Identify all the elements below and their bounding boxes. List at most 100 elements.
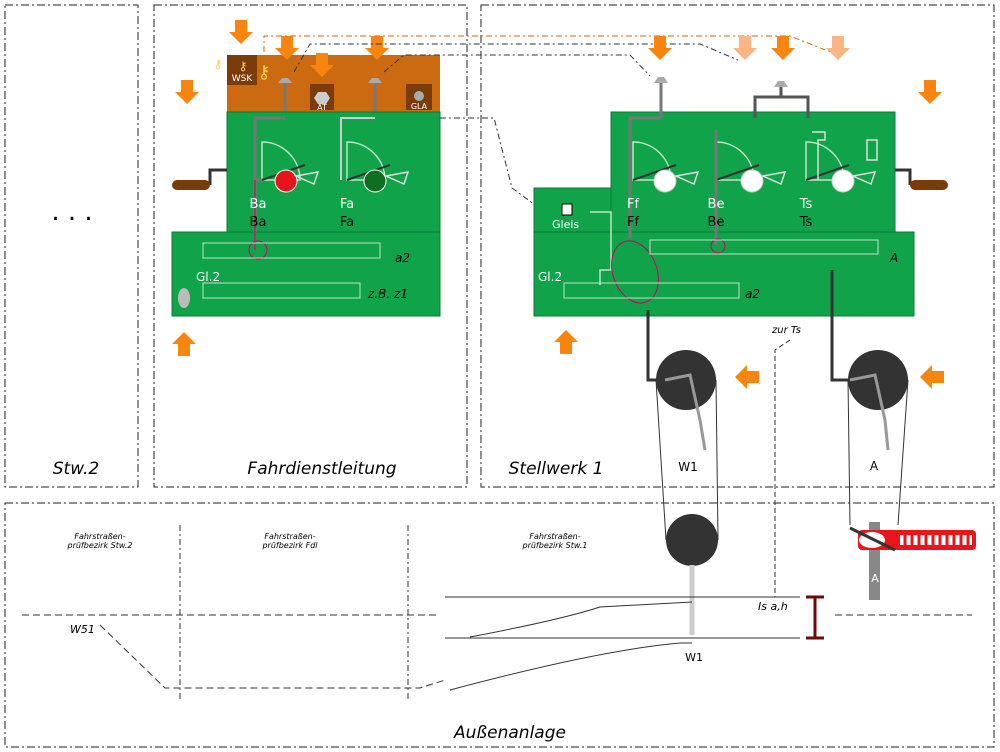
be-lever-handle[interactable] [760,171,787,186]
ts-hook [812,131,826,180]
stw1-slot-a2 [563,282,740,299]
link-dashed-2 [293,43,739,73]
zur-ts-label: zur Ts [771,325,801,336]
be-label-top: Be [708,197,725,212]
stw1-crank-grip[interactable] [910,180,948,190]
stw1-lock-ellipse [611,240,659,304]
stw1-track-a-label: A [889,251,898,265]
ts-label-bottom: Ts [799,215,813,230]
w1-wire-left [655,379,667,541]
fdl-arrow-up [172,332,196,356]
barrier-a-label: A [871,572,879,585]
fa-label-bottom: Fa [340,215,354,230]
a-drive-wheel [848,350,908,410]
ff-lamp [653,169,677,193]
gla-label: GLA [411,102,428,111]
stw1-arrow-down-5 [918,80,942,104]
fdl-track-a2-label: a2 [395,251,410,265]
barrier-lever [849,526,896,552]
fdl-track-key[interactable] [178,288,190,308]
stw1-pin-be [774,81,788,87]
block-pin-2 [368,78,382,83]
w1-drive-label: W1 [678,460,698,474]
bezirk-stw1-line2: prüfbezirk Stw.1 [521,541,587,550]
fdl-track-panel [171,231,441,317]
ff-label-bottom: Ff [627,215,639,230]
ba-quadrant [261,141,301,181]
w51-label: W51 [70,623,95,636]
fdl-crank-grip[interactable] [172,180,210,190]
fdl-slot-a2 [202,242,381,259]
barrier-boom-inner [900,535,972,545]
link-dashed-3 [383,54,651,77]
stw1-crank [895,168,912,185]
bezirk-fdl-line2: prüfbezirk Fdl [261,541,318,550]
fdl-crank [208,168,227,185]
stw2-frame [4,4,139,488]
w1-field-label: W1 [685,651,703,664]
track-diverging-1 [469,601,693,638]
fa-lever-handle[interactable] [383,171,410,186]
gleis-box [561,203,573,216]
track-w51-dashed [99,624,446,689]
fdl-slot-z1 [202,282,361,299]
stw1-track-a2-label: a2 [745,287,760,301]
block-pin-1 [278,78,292,83]
fdl-frame [153,4,468,488]
fdl-arrow-down-1 [229,20,253,44]
aussenanlage-frame [4,502,995,748]
ba-label-top: Ba [250,197,267,212]
fdl-lock-circle [248,240,268,260]
gleis-label: Gleis [552,218,579,231]
stw1-arrow-up [554,330,578,354]
stw1-arrow-left-2 [920,365,944,389]
ts-latch [866,139,878,161]
bezirk-fdl-line1: Fahrstraßen- [264,532,315,541]
a-wire-right [897,379,909,526]
stw1-track-panel [533,231,915,317]
region-label-stw2: Stw.2 [53,459,100,479]
be-lever-arm [715,164,760,181]
ts-lever-handle[interactable] [850,171,877,186]
w1-field-wheel [666,514,718,566]
track-diverging-2 [449,642,692,691]
ba-label-bottom: Ba [250,215,267,230]
fdl-track-z1-label: z.B. z1 [367,287,408,301]
wsk-label: WSK [232,74,254,84]
region-label-stellwerk1: Stellwerk 1 [509,459,604,479]
at-button[interactable] [314,92,330,104]
at-label: AT [317,103,327,112]
isolation-bracket [806,595,824,640]
stw1-gl2-label: Gl.2 [538,270,562,284]
stw1-pin-ff [654,77,668,83]
ts-lamp [831,169,855,193]
link-dashed-4 [440,117,543,211]
bezirk-stw2-line1: Fahrstraßen- [74,532,125,541]
a-drive-label: A [870,459,879,473]
w1-drive-wheel [656,350,716,410]
a-wire-left [847,379,851,526]
ff-label-top: Ff [627,197,639,212]
barrier-stripes [903,535,970,545]
gla-button[interactable] [414,91,424,101]
stw1-rod-gleis [590,211,612,285]
ba-lamp-red [274,169,298,193]
stw1-be-lock-circle [710,238,726,254]
w1-wire-right [715,379,719,541]
key-icon: ⚷ [239,59,248,73]
fdl-gl2-label: Gl.2 [196,270,220,284]
stw1-arrow-down-2 [733,36,757,60]
ff-lever-handle[interactable] [673,171,700,186]
is-ah-label: Is a,h [758,600,788,613]
ff-lever-arm [632,164,677,181]
stw1-arrow-down-3 [771,36,795,60]
wsk-box [227,55,257,85]
stellwerk1-frame [480,4,995,488]
key-icon-2: ⚷ [257,62,270,83]
bezirk-stw2-line2: prüfbezirk Stw.2 [66,541,132,550]
stw1-arrow-down-1 [648,36,672,60]
bezirk-stw1-line1: Fahrstraßen- [529,532,580,541]
ba-lever-handle[interactable] [293,171,320,186]
a-drive-rod [830,270,848,382]
